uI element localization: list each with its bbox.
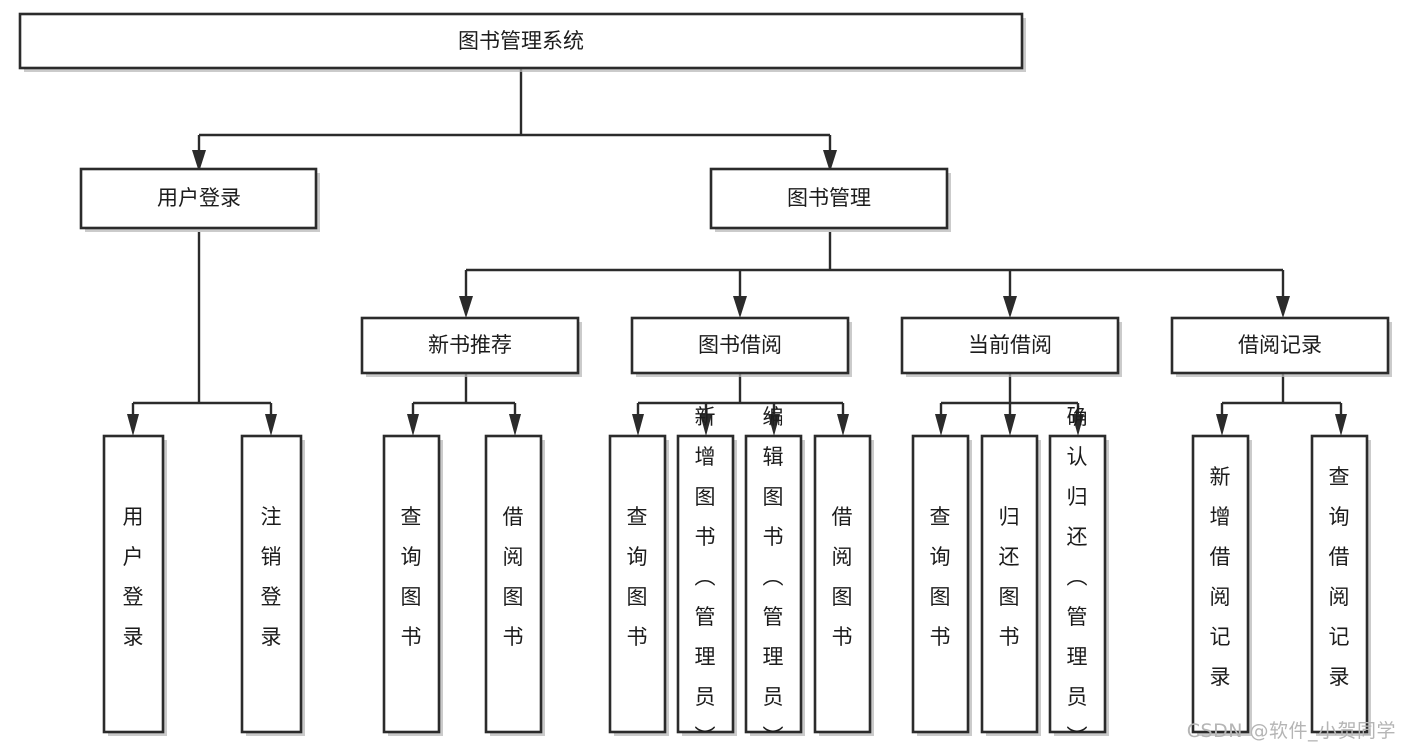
arrow-head-leaf-query-record [1335,414,1347,436]
node-leaf-confirm-return-label: 确认归还︵管理员︶ [1067,405,1088,747]
node-leaf-borrow-book-1-box [484,434,543,734]
node-book-management-label: 图书管理 [787,186,871,210]
node-leaf-borrow-book-2[interactable]: 借阅图书 [813,434,874,736]
node-current-borrow-label: 当前借阅 [968,333,1052,357]
node-user-login[interactable]: 用户登录 [79,167,320,232]
node-user-login-label: 用户登录 [157,186,241,210]
node-leaf-borrow-book-2-label: 借阅图书 [832,505,853,649]
arrow-head-userlogin [192,150,206,172]
node-leaf-query-book-2-label: 查询图书 [627,505,648,649]
arrow-head-bookborrow [733,296,747,318]
node-new-book-recommend[interactable]: 新书推荐 [360,316,582,377]
node-user-login-box [79,167,318,230]
node-leaf-add-record-label: 新增借阅记录 [1210,465,1231,689]
node-book-borrow-box [630,316,850,375]
arrow-head-leaf-logout-login [265,414,277,436]
node-root-label: 图书管理系统 [458,29,584,53]
node-leaf-add-book-box [676,434,735,734]
node-leaf-query-book-1[interactable]: 查询图书 [382,434,443,736]
watermark-text: CSDN @软件_小贺同学 [1187,720,1396,742]
arrow-head-leaf-borrow-book-1 [509,414,521,436]
node-leaf-edit-book-box [744,434,803,734]
node-book-management[interactable]: 图书管理 [709,167,951,232]
node-leaf-query-book-2-box [608,434,667,734]
node-leaf-borrow-book-2-box [813,434,872,734]
node-leaf-query-book-1-box [382,434,441,734]
node-current-borrow-box [900,316,1120,375]
node-book-borrow-label: 图书借阅 [698,333,782,357]
arrow-head-borrowrecord [1276,296,1290,318]
arrow-head-currentborrow [1003,296,1017,318]
node-leaf-add-book[interactable]: 新增图书︵管理员︶ [676,405,737,747]
node-new-book-recommend-box [360,316,580,375]
arrow-head-leaf-confirm-return [1072,414,1084,436]
node-leaf-edit-book[interactable]: 编辑图书︵管理员︶ [744,405,805,747]
node-current-borrow[interactable]: 当前借阅 [900,316,1122,377]
arrow-head-leaf-edit-book [768,414,780,436]
node-leaf-add-book-label: 新增图书︵管理员︶ [695,405,716,747]
node-leaf-logout-login-label: 注销登录 [261,505,282,649]
node-leaf-return-book-box [980,434,1039,734]
node-leaf-edit-book-label: 编辑图书︵管理员︶ [763,405,784,747]
node-new-book-recommend-label: 新书推荐 [428,333,512,357]
node-leaf-query-book-3-box [911,434,970,734]
node-leaf-query-record-box [1310,434,1369,734]
node-leaf-add-record[interactable]: 新增借阅记录 [1191,434,1252,736]
arrow-head-bookmgmt [823,150,837,172]
arrow-head-leaf-add-book [700,414,712,436]
node-leaf-query-record-label: 查询借阅记录 [1329,465,1350,689]
node-leaf-query-book-2[interactable]: 查询图书 [608,434,669,736]
node-leaf-add-record-box [1191,434,1250,734]
node-leaf-borrow-book-1-label: 借阅图书 [503,505,524,649]
arrow-head-newbook [459,296,473,318]
node-book-management-box [709,167,949,230]
node-borrow-record[interactable]: 借阅记录 [1170,316,1392,377]
node-leaf-return-book-label: 归还图书 [999,505,1020,649]
node-leaf-query-book-1-label: 查询图书 [401,505,422,649]
node-leaf-user-login-label: 用户登录 [123,505,144,649]
node-leaf-borrow-book-1[interactable]: 借阅图书 [484,434,545,736]
node-leaf-user-login-box [102,434,165,734]
node-book-borrow[interactable]: 图书借阅 [630,316,852,377]
node-leaf-logout-login[interactable]: 注销登录 [240,434,305,736]
arrow-head-leaf-query-book-1 [407,414,419,436]
arrow-head-leaf-return-book [1004,414,1016,436]
node-leaf-query-record[interactable]: 查询借阅记录 [1310,434,1371,736]
node-leaf-query-book-3[interactable]: 查询图书 [911,434,972,736]
node-borrow-record-box [1170,316,1390,375]
node-leaf-return-book[interactable]: 归还图书 [980,434,1041,736]
connector-group [127,68,1347,436]
node-leaf-confirm-return-box [1048,434,1107,734]
node-root[interactable]: 图书管理系统 [18,12,1026,72]
arrow-head-leaf-user-login [127,414,139,436]
node-borrow-record-label: 借阅记录 [1238,333,1322,357]
arrow-head-leaf-borrow-book-2 [837,414,849,436]
arrow-head-leaf-query-book-2 [632,414,644,436]
node-leaf-user-login[interactable]: 用户登录 [102,434,167,736]
node-root-box [18,12,1024,70]
node-leaf-confirm-return[interactable]: 确认归还︵管理员︶ [1048,405,1109,747]
node-leaf-query-book-3-label: 查询图书 [930,505,951,649]
arrow-head-leaf-query-book-3 [935,414,947,436]
node-leaf-logout-login-box [240,434,303,734]
arrow-head-leaf-add-record [1216,414,1228,436]
